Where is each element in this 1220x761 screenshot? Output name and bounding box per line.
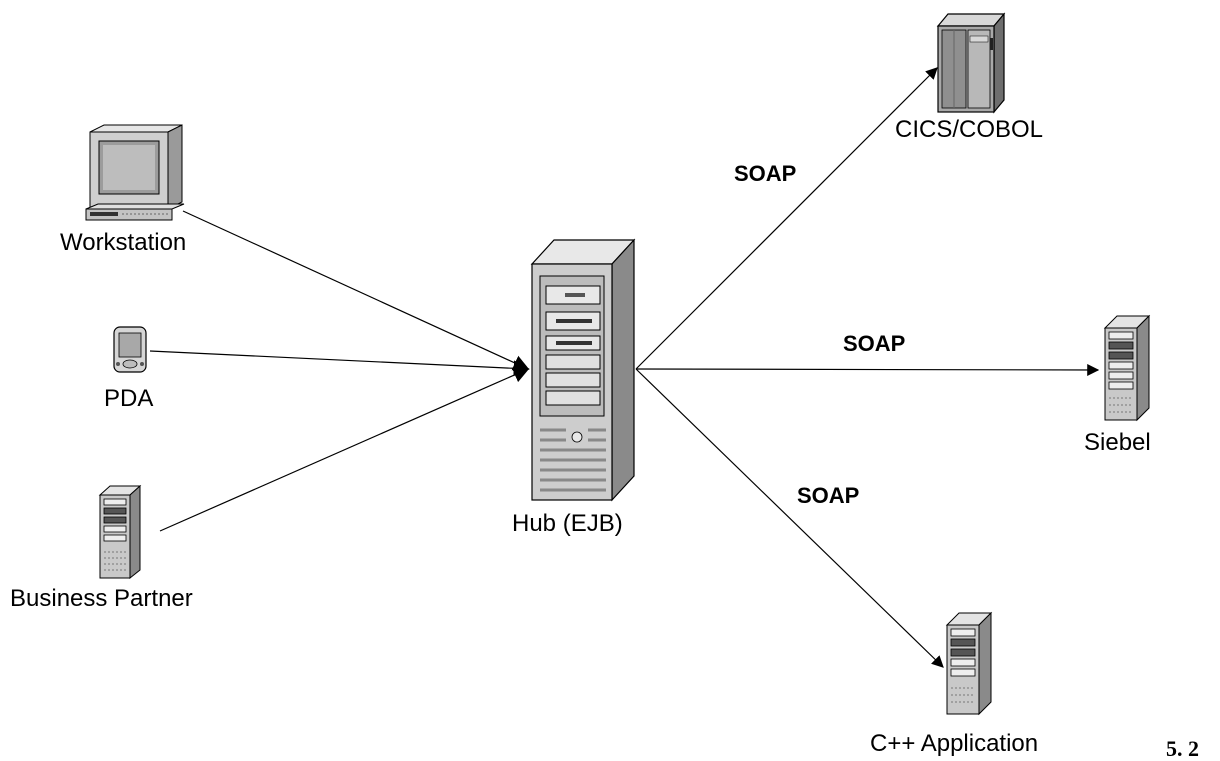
soap-label-cics: SOAP xyxy=(734,161,797,186)
pda-icon xyxy=(113,326,147,373)
workstation-computer-icon xyxy=(85,124,185,221)
cics-label: CICS/COBOL xyxy=(895,116,1044,143)
mainframe-icon xyxy=(936,12,1006,114)
edge-hub-siebel xyxy=(635,363,1100,376)
page-number: 5. 2 xyxy=(1166,736,1199,761)
cpp-label: C++ Application xyxy=(870,730,1039,757)
hub-label: Hub (EJB) xyxy=(512,510,623,537)
soap-label-siebel: SOAP xyxy=(843,331,906,356)
pda-label: PDA xyxy=(104,385,154,412)
large-tower-server-icon xyxy=(530,238,636,502)
soap-label-cpp: SOAP xyxy=(797,483,860,508)
siebel-label: Siebel xyxy=(1084,429,1151,456)
edge-hub-cpp xyxy=(635,368,944,668)
edge-workstation-hub xyxy=(182,210,530,371)
workstation-label: Workstation xyxy=(60,229,187,256)
tower-server-icon-cpp xyxy=(945,611,993,716)
tower-server-icon-business-partner xyxy=(98,484,142,580)
tower-server-icon-siebel xyxy=(1103,314,1151,422)
business-partner-label: Business Partner xyxy=(10,585,193,612)
edge-partner-hub xyxy=(159,367,530,532)
edge-hub-cics xyxy=(635,67,938,370)
edge-pda-hub xyxy=(149,350,530,377)
